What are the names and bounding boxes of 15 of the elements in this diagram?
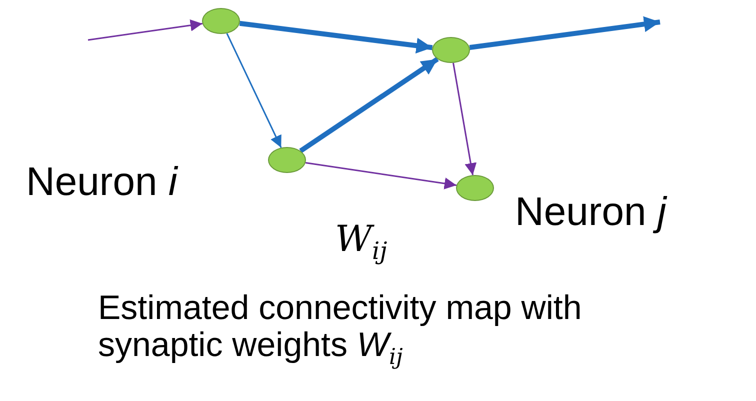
arrow <box>226 33 282 148</box>
arrow <box>452 62 477 176</box>
arrow <box>305 162 457 190</box>
neuron-node <box>432 37 470 63</box>
neuron-label: Neuron i <box>26 162 178 202</box>
neuron-node <box>268 147 306 173</box>
arrow <box>469 16 660 50</box>
arrow <box>239 20 433 54</box>
caption: Estimated connectivity map with synaptic weights W$_{ij}$ <box>98 290 583 372</box>
edge-label: W$_{ij}$ <box>335 222 388 264</box>
arrow <box>88 19 202 41</box>
arrow <box>299 57 439 153</box>
neuron-node <box>456 175 494 201</box>
neuron-node <box>202 8 240 34</box>
neuron-label: Neuron j <box>515 192 666 232</box>
